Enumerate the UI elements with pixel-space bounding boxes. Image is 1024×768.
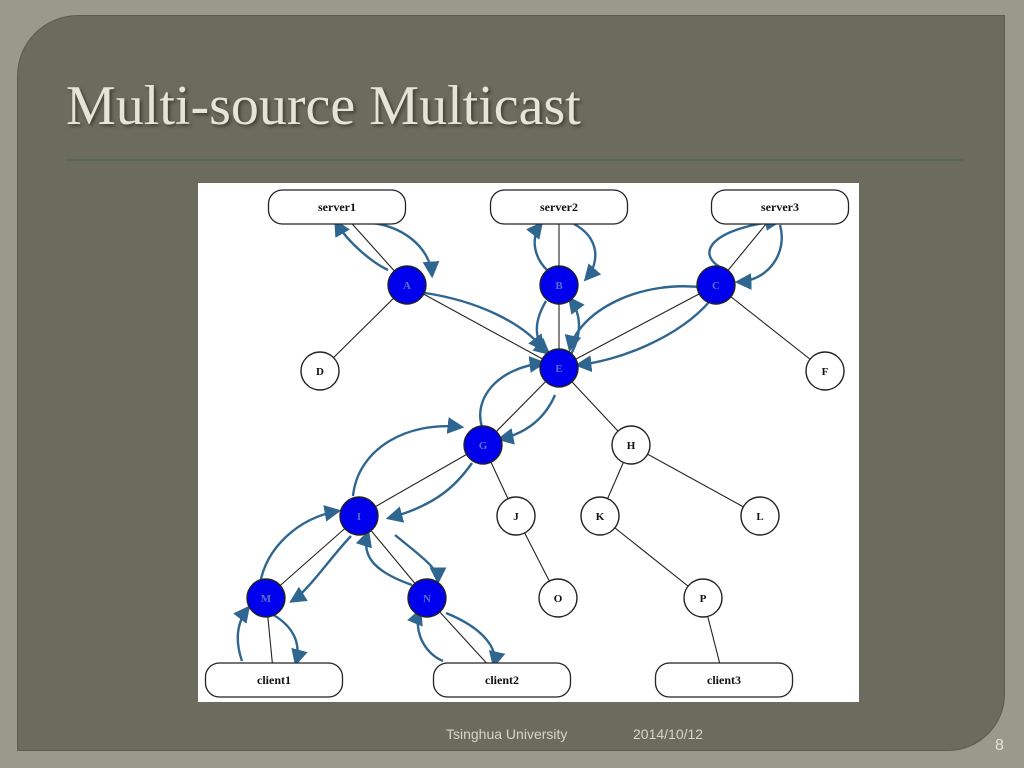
node-N: N [407, 578, 447, 618]
node-B: B [539, 265, 579, 305]
edge-G-I [358, 444, 484, 517]
node-F: F [805, 351, 845, 391]
node-M: M [246, 578, 286, 618]
flow-arrow [496, 394, 557, 445]
box-label-server2: server2 [540, 200, 578, 214]
box-client1: client1 [204, 662, 344, 698]
flow-arrow [394, 534, 447, 585]
flow-arrow [355, 529, 413, 587]
flow-arrow [574, 300, 711, 373]
node-C: C [696, 265, 736, 305]
box-label-client1: client1 [257, 673, 291, 687]
box-client3: client3 [654, 662, 794, 698]
node-label-J: J [513, 511, 519, 523]
box-server1: server1 [267, 189, 407, 225]
flow-arrow [233, 605, 251, 662]
edge-H-L [630, 444, 761, 517]
node-label-M: M [261, 593, 272, 605]
node-I: I [339, 496, 379, 536]
node-label-E: E [555, 363, 562, 375]
box-label-client3: client3 [707, 673, 741, 687]
flow-arrow [734, 224, 783, 290]
nodes-layer: A B C D E F G H I J K L M N O P [246, 265, 845, 618]
node-J: J [496, 496, 536, 536]
edge-C-E [558, 284, 717, 369]
node-label-K: K [596, 511, 605, 523]
edge-I-M [265, 515, 360, 599]
node-label-B: B [555, 280, 563, 292]
edge-K-P [599, 515, 704, 599]
node-P: P [683, 578, 723, 618]
flow-arrow [385, 462, 473, 523]
flow-arrow [351, 417, 465, 497]
node-label-L: L [756, 511, 763, 523]
flow-arrow [526, 221, 549, 272]
multicast-diagram: server1 server2 server3 client1 client2 clien… [198, 183, 859, 702]
flow-arrow [424, 291, 546, 352]
flow-arrow [359, 220, 440, 279]
title-divider [66, 159, 963, 161]
box-label-client2: client2 [485, 673, 519, 687]
edge-A-D [319, 284, 408, 372]
node-label-A: A [403, 280, 411, 292]
node-label-I: I [357, 511, 361, 523]
boxes-layer: server1 server2 server3 client1 client2 clien… [204, 189, 850, 698]
node-G: G [463, 425, 503, 465]
diagram-canvas: server1 server2 server3 client1 client2 clien… [204, 189, 850, 698]
flow-arrow [564, 285, 709, 353]
flow-arrow [532, 300, 551, 356]
node-label-O: O [554, 593, 563, 605]
node-label-F: F [822, 366, 829, 378]
box-label-server1: server1 [318, 200, 356, 214]
flow-arrow [269, 611, 308, 667]
node-label-H: H [627, 440, 636, 452]
node-label-N: N [423, 593, 431, 605]
node-L: L [740, 496, 780, 536]
slide-number: 8 [995, 737, 1004, 754]
flow-arrow [708, 214, 783, 271]
flow-arrow [258, 505, 342, 585]
node-label-D: D [316, 366, 324, 378]
flow-arrow [334, 219, 389, 272]
node-K: K [580, 496, 620, 536]
node-E: E [539, 348, 579, 388]
node-H: H [611, 425, 651, 465]
footer-organization: Tsinghua University [446, 726, 568, 742]
flow-arrow [289, 535, 352, 603]
slide-title: Multi-source Multicast [66, 75, 581, 137]
edge-C-F [715, 284, 826, 372]
footer-date: 2014/10/12 [633, 726, 704, 742]
node-A: A [387, 265, 427, 305]
node-label-C: C [712, 280, 720, 292]
flow-arrow [407, 607, 444, 663]
flow-arrow [445, 611, 506, 669]
box-label-server3: server3 [761, 200, 799, 214]
box-server2: server2 [489, 189, 629, 225]
node-D: D [300, 351, 340, 391]
node-O: O [538, 578, 578, 618]
node-label-P: P [700, 593, 707, 605]
flow-arrow [573, 222, 602, 282]
flow-arrow [479, 356, 547, 428]
node-label-G: G [479, 440, 488, 452]
box-client2: client2 [432, 662, 572, 698]
box-server3: server3 [710, 189, 850, 225]
